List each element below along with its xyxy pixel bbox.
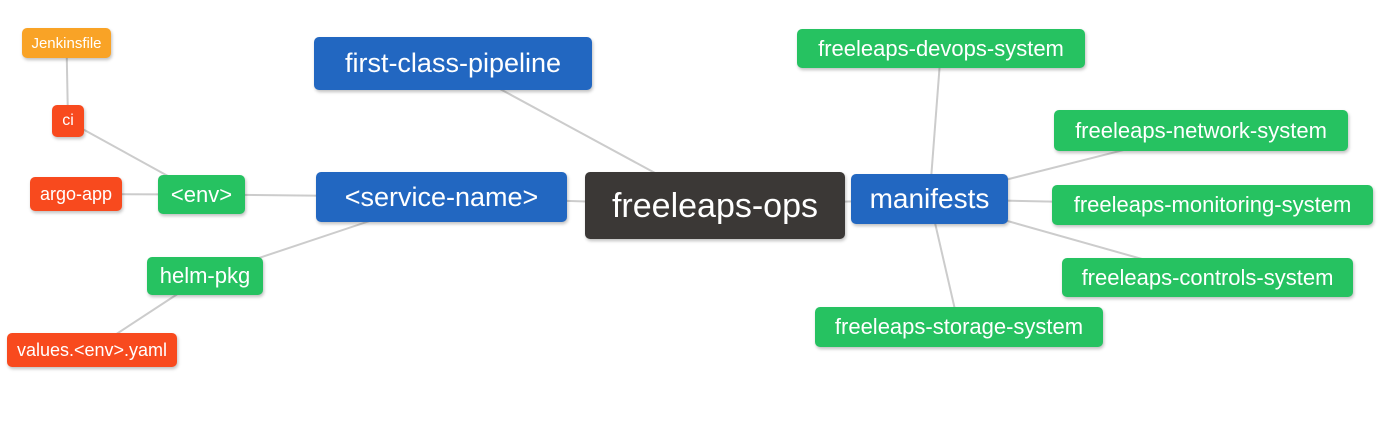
mindmap-node-first-class-pipeline[interactable]: first-class-pipeline: [314, 37, 592, 90]
mindmap-node-env[interactable]: <env>: [158, 175, 245, 214]
mindmap-node-jenkinsfile[interactable]: Jenkinsfile: [22, 28, 111, 58]
mindmap-node-freeleaps-controls-system[interactable]: freeleaps-controls-system: [1062, 258, 1353, 297]
mindmap-node-manifests[interactable]: manifests: [851, 174, 1008, 224]
mindmap-node-service-name[interactable]: <service-name>: [316, 172, 567, 222]
mindmap-node-freeleaps-devops-system[interactable]: freeleaps-devops-system: [797, 29, 1085, 68]
mindmap-node-helm-pkg[interactable]: helm-pkg: [147, 257, 263, 295]
mindmap-node-freeleaps-storage-system[interactable]: freeleaps-storage-system: [815, 307, 1103, 347]
edge-freeleaps-devops-system--manifests: [928, 48, 942, 200]
mindmap-node-values-env-yaml[interactable]: values.<env>.yaml: [7, 333, 177, 367]
mindmap-node-argo-app[interactable]: argo-app: [30, 177, 122, 211]
mindmap-node-freeleaps-network-system[interactable]: freeleaps-network-system: [1054, 110, 1348, 151]
mindmap-node-ci[interactable]: ci: [52, 105, 84, 137]
mindmap-node-freeleaps-ops[interactable]: freeleaps-ops: [585, 172, 845, 239]
mindmap-node-freeleaps-monitoring-system[interactable]: freeleaps-monitoring-system: [1052, 185, 1373, 225]
